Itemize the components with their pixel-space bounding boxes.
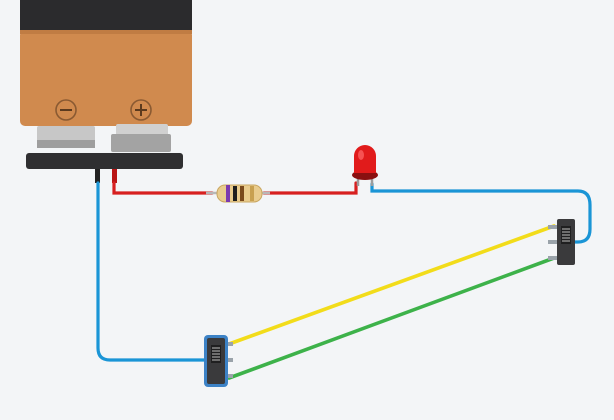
battery[interactable]: − + [20,0,192,183]
led-dome [354,145,376,173]
negative-terminal-shade [37,140,95,148]
switch-right-pin-middle [548,240,559,244]
wire-blue-led-switch[interactable] [370,182,592,244]
switch-left-grip [212,347,220,361]
switch-right[interactable] [548,219,575,265]
resistor-body [216,184,263,203]
negative-lead [95,169,100,183]
battery-body [20,30,192,126]
led[interactable] [352,145,378,186]
switch-right-pin-bottom [548,256,559,260]
switch-right-grip [562,228,570,242]
resistor-band-2 [233,186,237,201]
resistor-band-4 [250,186,254,201]
battery-body-edge [20,30,192,34]
positive-lead [112,169,117,183]
minus-icon [55,99,77,121]
battery-connector-bar [26,153,183,169]
resistor-band-3 [240,186,244,201]
plus-icon [130,99,152,121]
wire-red-resistor-led[interactable] [262,181,358,195]
switch-right-pin-top [548,225,559,229]
positive-terminal [111,134,171,152]
wire-blue-battery-switch[interactable] [96,181,220,362]
switch-left[interactable] [204,335,233,387]
battery-top-cap [20,0,192,34]
wire-yellow-switch-link[interactable] [227,224,556,346]
resistor-band-1 [226,185,230,202]
wire-green-switch-link[interactable] [227,256,556,380]
wire-red-battery-resistor[interactable] [112,181,214,195]
positive-terminal-top [116,124,168,136]
led-highlight [358,150,364,160]
resistor[interactable] [206,184,270,203]
